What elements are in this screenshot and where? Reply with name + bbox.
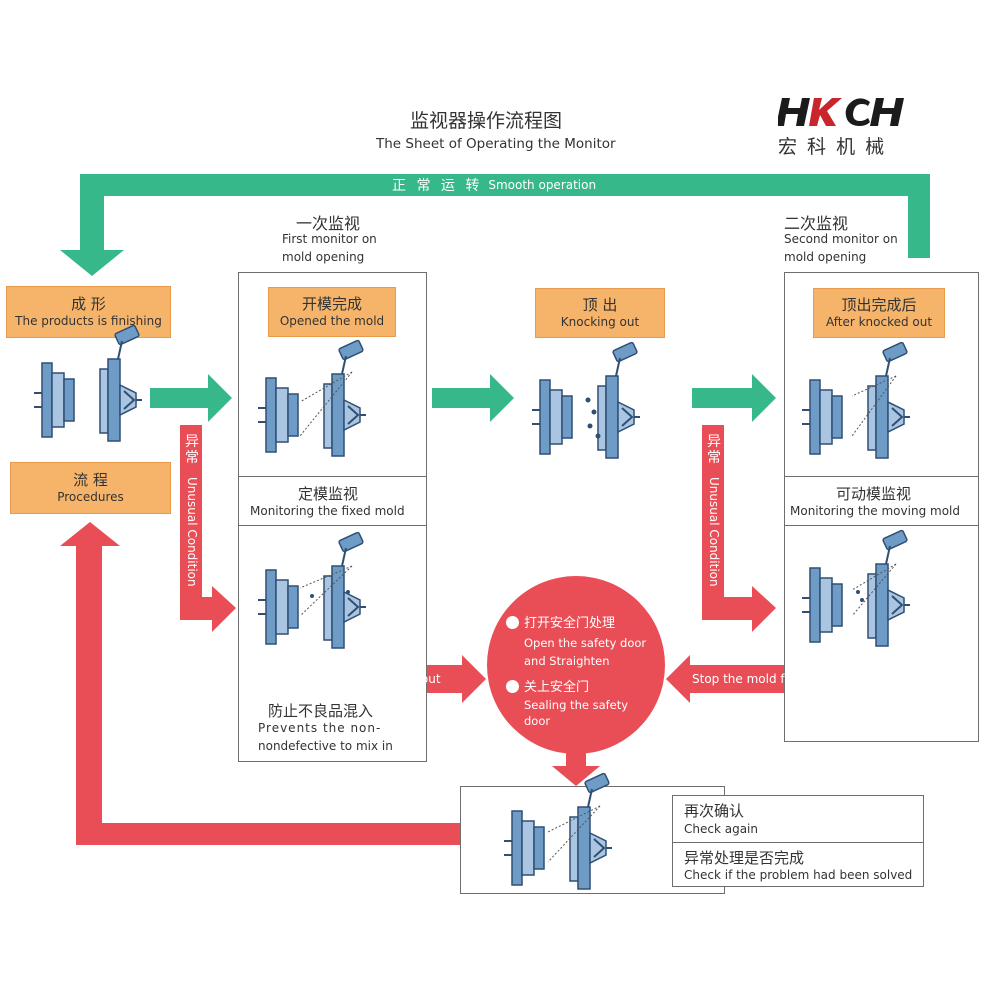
opened-mold-label: 开模完成 Opened the mold <box>268 287 396 337</box>
arrow-right-icon <box>692 374 776 422</box>
moving-mold-title: 可动模监视 <box>836 485 912 503</box>
unusual-arrow-2 <box>702 425 776 632</box>
bullet-icon <box>506 680 519 693</box>
page-subtitle: The Sheet of Operating the Monitor <box>376 136 616 152</box>
hkch-logo: 宏 科 机 械 <box>778 92 918 158</box>
unusual-en-2: Unusual Condition <box>707 477 721 587</box>
divider <box>784 525 979 526</box>
smooth-operation-arrow <box>60 174 930 276</box>
prevent-sub2: nondefective to mix in <box>258 739 393 753</box>
forming-label: 成 形 The products is finishing <box>6 286 171 338</box>
stop-knocking-label: 停止顶出 Stop knocking out <box>268 667 441 691</box>
page-title: 监视器操作流程图 <box>410 110 563 132</box>
check-solved-title: 异常处理是否完成 <box>684 849 805 867</box>
fixed-mold-sub: Monitoring the fixed mold <box>250 504 405 518</box>
smooth-operation-en: Smooth operation <box>488 178 597 192</box>
check-again-sub: Check again <box>684 822 758 836</box>
stop-knocking-cn: 停止顶出 <box>268 672 324 688</box>
hkch-logo-mark <box>778 98 904 126</box>
divider <box>672 842 924 843</box>
first-monitor-title: 一次监视 <box>296 214 361 233</box>
opened-cn: 开模完成 <box>301 295 362 313</box>
second-monitor-sub2: mold opening <box>784 250 867 264</box>
second-monitor-sub1: Second monitor on <box>784 232 898 246</box>
knocking-out-label: 顶 出 Knocking out <box>535 288 665 338</box>
procedures-label: 流 程 Procedures <box>10 462 171 514</box>
unusual-label-2: 异常 Unusual Condition <box>704 428 724 628</box>
opened-en: Opened the mold <box>279 314 385 328</box>
smooth-operation-cn: 正 常 运 转 <box>392 178 483 194</box>
divider <box>784 476 979 477</box>
circle-item2-cn: 关上安全门 <box>524 680 590 695</box>
fixed-mold-title: 定模监视 <box>298 485 359 503</box>
after-knocked-label: 顶出完成后 After knocked out <box>813 288 945 338</box>
unusual-arrow-1 <box>180 425 236 632</box>
circle-content: 打开安全门处理 Open the safety door and Straigh… <box>506 612 666 728</box>
circle-item1-en1: Open the safety door <box>524 636 647 650</box>
after-en: After knocked out <box>825 315 933 329</box>
knocking-cn: 顶 出 <box>582 296 618 314</box>
stop-closing-en: Stop the mold from closing <box>692 672 855 686</box>
divider <box>238 525 427 526</box>
circle-item1-cn: 打开安全门处理 <box>524 616 616 631</box>
smooth-operation-label: 正 常 运 转 Smooth operation <box>392 174 596 196</box>
second-monitor-title: 二次监视 <box>784 214 849 233</box>
circle-item2-en2: door <box>524 714 551 728</box>
arrow-right-icon <box>432 374 514 422</box>
unusual-cn-2: 异常 <box>707 434 721 466</box>
company-name: 宏 科 机 械 <box>778 136 887 158</box>
first-monitor-sub2: mold opening <box>282 250 365 264</box>
prevent-sub1: Prevents the non- <box>258 721 382 735</box>
after-cn: 顶出完成后 <box>841 296 917 314</box>
check-text-box <box>672 795 924 887</box>
procedures-cn: 流 程 <box>73 471 108 489</box>
first-monitor-sub1: First monitor on <box>282 232 377 246</box>
check-solved-sub: Check if the problem had been solved <box>684 868 913 882</box>
circle-item1-en2: and Straighten <box>524 654 610 668</box>
safety-door-circle <box>487 576 665 754</box>
stop-knocking-en: Stop knocking out <box>332 672 441 686</box>
stop-closing-label: Stop the mold from closing 禁止合模 <box>692 667 916 691</box>
divider <box>238 476 427 477</box>
stop-closing-cn: 禁止合模 <box>860 672 917 688</box>
forming-cn: 成 形 <box>71 295 106 313</box>
unusual-cn-1: 异常 <box>185 434 199 466</box>
moving-mold-sub: Monitoring the moving mold <box>790 504 960 518</box>
arrow-right-icon <box>150 374 232 422</box>
unusual-label-1: 异常 Unusual Condition <box>182 428 202 628</box>
bullet-icon <box>506 616 519 629</box>
prevent-title: 防止不良品混入 <box>268 702 374 720</box>
circle-item2-en1: Sealing the safety <box>524 698 629 712</box>
forming-en: The products is finishing <box>15 314 162 328</box>
check-again-title: 再次确认 <box>684 802 745 820</box>
knocking-en: Knocking out <box>560 315 640 329</box>
unusual-en-1: Unusual Condition <box>185 477 199 587</box>
procedures-en: Procedures <box>57 490 124 504</box>
